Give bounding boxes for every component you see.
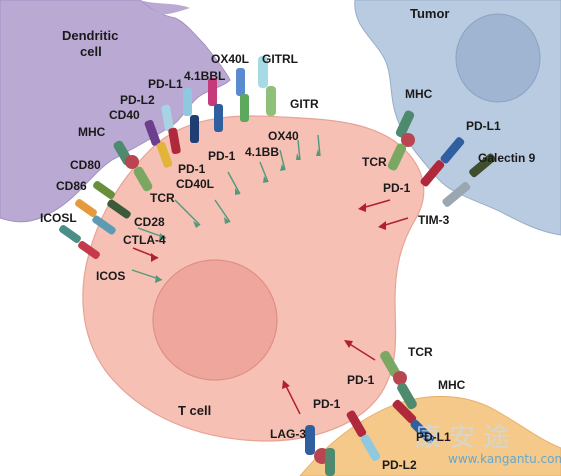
label-mhc-dc: MHC — [78, 125, 106, 139]
label-pd-1-dc-2: PD-1 — [178, 162, 206, 176]
label-mhc-tumor: MHC — [405, 87, 433, 101]
label-pd-1-dc: PD-1 — [208, 149, 236, 163]
label-pd-l2: PD-L2 — [120, 93, 155, 107]
cell-labels: Dendritic cell Tumor T cell — [62, 6, 449, 418]
dendritic-cell-label-line1: Dendritic — [62, 28, 118, 43]
t-cell — [82, 115, 425, 442]
dendritic-cell-label-line2: cell — [80, 44, 102, 59]
label-gitrl: GITRL — [262, 52, 298, 66]
dendritic-cell — [0, 0, 231, 223]
label-lag-3: LAG-3 — [270, 427, 306, 441]
label-pd-1-tumor: PD-1 — [383, 181, 411, 195]
inhibitory-arrows — [132, 199, 409, 415]
dc-receptor-ligand-pairs — [59, 56, 276, 259]
tumor-side-labels: MHC PD-L1 Galectin 9 TCR PD-1 TIM-3 — [362, 87, 536, 227]
bottom-side-labels: TCR PD-1 MHC PD-1 LAG-3 PD-L1 PD-L2 — [270, 345, 466, 472]
watermark-url: www.kangantu.com — [448, 452, 561, 466]
watermark: 康 安 途 www.kangantu.com — [415, 423, 561, 466]
label-pd-1-bottom-2: PD-1 — [313, 397, 341, 411]
label-tim-3: TIM-3 — [418, 213, 450, 227]
label-pd-1-bottom-1: PD-1 — [347, 373, 375, 387]
label-cd86: CD86 — [56, 179, 87, 193]
label-cd40l: CD40L — [176, 177, 214, 191]
tumor-cell — [354, 0, 561, 236]
label-ox40l: OX40L — [211, 52, 249, 66]
watermark-chinese: 康 安 途 — [415, 423, 510, 453]
label-tcr-dc: TCR — [150, 191, 175, 205]
label-pd-l1: PD-L1 — [148, 77, 183, 91]
inhibitory-arrowheads — [151, 203, 386, 389]
label-ox40: OX40 — [268, 129, 299, 143]
label-tcr-tumor: TCR — [362, 155, 387, 169]
label-pd-l1-bottom: PD-L1 — [416, 430, 451, 444]
label-icosl: ICOSL — [40, 211, 77, 225]
t-cell-label: T cell — [178, 403, 211, 418]
tumor-label: Tumor — [410, 6, 449, 21]
label-cd28: CD28 — [134, 215, 165, 229]
stimulatory-arrowheads — [155, 149, 320, 283]
label-tcr-bottom: TCR — [408, 345, 433, 359]
label-icos: ICOS — [96, 269, 125, 283]
label-ctla-4: CTLA-4 — [123, 233, 166, 247]
bottom-receptor-ligand-pairs — [305, 350, 435, 476]
label-4-1bbl: 4.1BBL — [184, 69, 225, 83]
label-gitr: GITR — [290, 97, 319, 111]
label-cd40: CD40 — [109, 108, 140, 122]
label-galectin-9: Galectin 9 — [478, 151, 536, 165]
tumor-receptor-ligand-pairs — [387, 110, 496, 207]
label-pd-l1-tumor: PD-L1 — [466, 119, 501, 133]
label-4-1bb: 4.1BB — [245, 145, 279, 159]
label-pd-l2-bottom: PD-L2 — [382, 458, 417, 472]
dc-side-labels: OX40L GITRL 4.1BBL PD-L1 PD-L2 CD40 MHC … — [40, 52, 319, 283]
label-cd80: CD80 — [70, 158, 101, 172]
label-mhc-bottom: MHC — [438, 378, 466, 392]
